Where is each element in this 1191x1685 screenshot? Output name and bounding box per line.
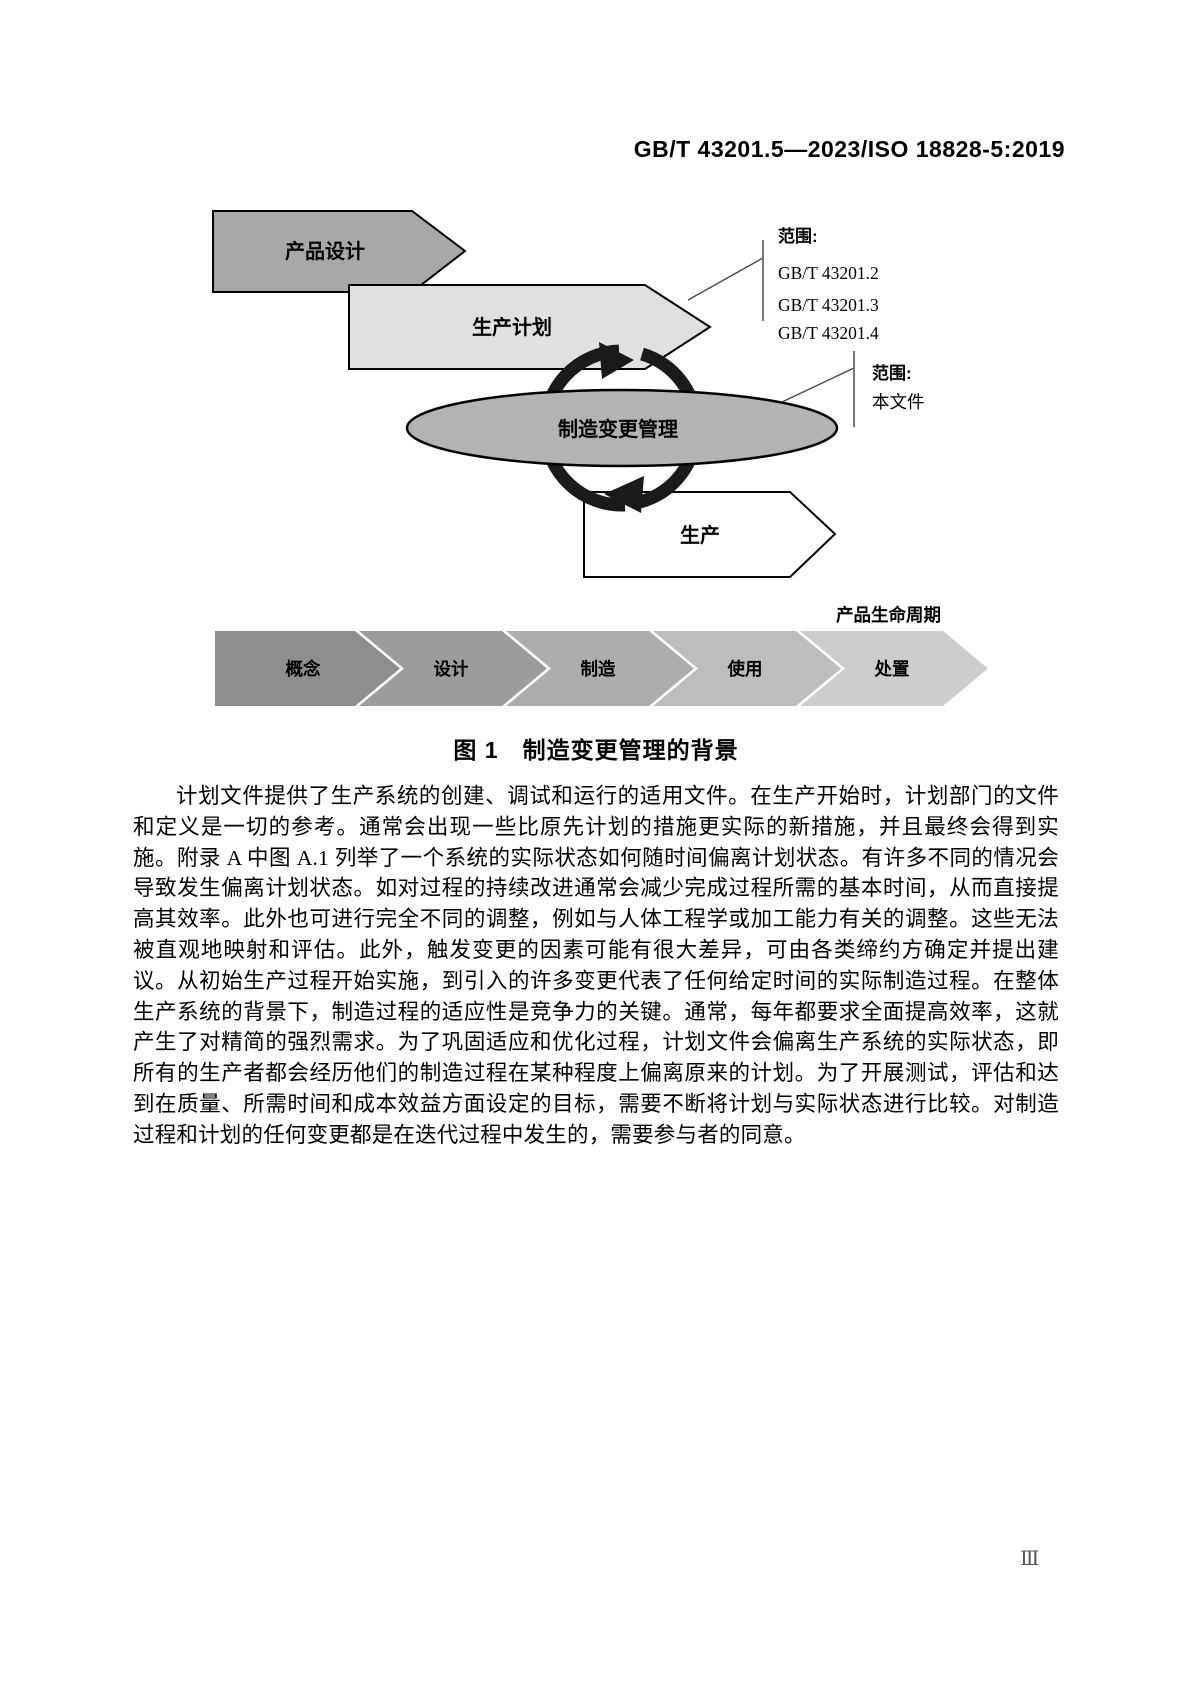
scope-title: 范围: xyxy=(778,226,818,246)
change-management-ellipse-shape xyxy=(405,388,839,468)
scope-callout-planning: 范围: GB/T 43201.2 GB/T 43201.3 GB/T 43201… xyxy=(687,226,879,343)
callout-leader-line xyxy=(687,257,764,301)
scope-item-gbt-43201-3: GB/T 43201.3 xyxy=(778,295,879,315)
cycle-arrowhead-bottom-icon xyxy=(604,476,644,513)
figure-caption: 图 1 制造变更管理的背景 xyxy=(453,737,739,763)
scope-item-gbt-43201-2: GB/T 43201.2 xyxy=(778,263,879,283)
scope-item-this-document: 本文件 xyxy=(872,392,925,412)
figure-1-diagram: 产品设计 生产计划 制造变更管理 生产 范围: GB/T 43201.2 GB/… xyxy=(212,210,988,706)
body-paragraph: 计划文件提供了生产系统的创建、调试和运行的适用文件。在生产开始时，计划部门的文件… xyxy=(133,784,1059,1147)
lifecycle-stage-manufacture-label: 制造 xyxy=(581,659,616,679)
scope-item-gbt-43201-4: GB/T 43201.4 xyxy=(778,323,879,343)
product-design-arrow-shape xyxy=(212,210,467,293)
change-management-label: 制造变更管理 xyxy=(558,417,678,441)
scope-title: 范围: xyxy=(872,363,912,383)
callout-leader-line xyxy=(781,367,855,403)
lifecycle-stage-concept-label: 概念 xyxy=(286,659,321,679)
product-lifecycle-strip: 产品生命周期 概念 设计 制造 使用 处置 xyxy=(215,605,988,706)
production-label: 生产 xyxy=(680,523,720,547)
lifecycle-stage-use-label: 使用 xyxy=(727,659,763,679)
production-arrow-shape xyxy=(583,491,837,578)
production-planning-arrow-shape xyxy=(348,284,712,370)
standard-number-header: GB/T 43201.5—2023/ISO 18828-5:2019 xyxy=(633,136,1065,162)
lifecycle-stage-concept-shape xyxy=(215,631,400,706)
scope-callout-this-document: 范围: 本文件 xyxy=(781,351,925,427)
lifecycle-stage-design-label: 设计 xyxy=(434,659,469,679)
lifecycle-stage-design-shape xyxy=(359,631,547,706)
production-planning-label: 生产计划 xyxy=(472,315,552,339)
cycle-arrowhead-top-icon xyxy=(599,342,634,379)
lifecycle-stage-disposal-label: 处置 xyxy=(874,659,910,679)
lifecycle-stage-manufacture-shape xyxy=(506,631,694,706)
page-number: Ⅲ xyxy=(1020,1548,1040,1570)
lifecycle-stage-use-shape xyxy=(653,631,841,706)
product-design-label: 产品设计 xyxy=(285,239,365,263)
lifecycle-stage-disposal-shape xyxy=(800,631,988,706)
lifecycle-title: 产品生命周期 xyxy=(836,605,941,625)
